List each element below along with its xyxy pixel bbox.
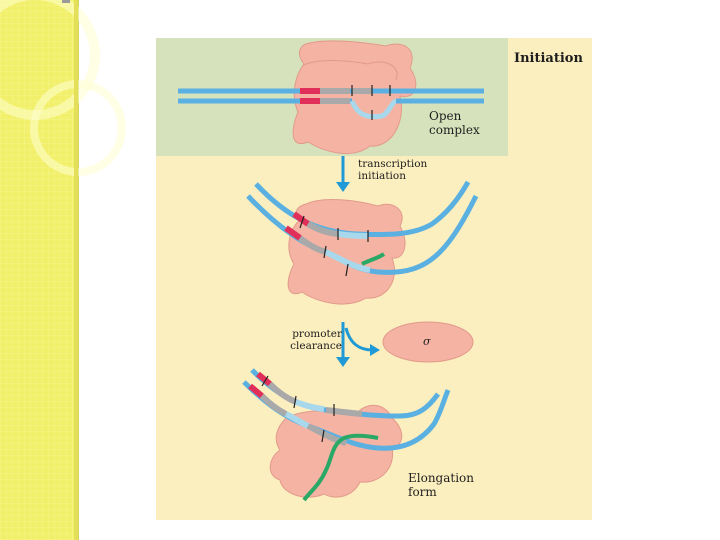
initiation-stage: [246, 180, 479, 305]
promoter-minus35: [256, 371, 272, 387]
transcription-initiation-label: transcription initiation: [358, 158, 428, 183]
tick-mark: [345, 263, 349, 277]
tick-mark: [293, 395, 297, 409]
promoter-minus35: [284, 225, 302, 241]
elongation-form-label: Elongation form: [408, 471, 474, 499]
transcription-figure: Initiation Open complex transcription in…: [156, 38, 592, 520]
transcription-bubble: [349, 98, 398, 120]
sigma-factor: [382, 321, 474, 363]
transcription-bubble: [324, 249, 371, 273]
promoter-minus35: [248, 383, 264, 399]
tick-mark: [261, 375, 269, 387]
promoter-spacer: [320, 98, 350, 104]
transcription-bubble: [325, 407, 363, 417]
decorative-ring: [30, 80, 126, 176]
rna-polymerase: [292, 40, 417, 154]
transcription-diagram: [178, 40, 484, 502]
promoter-minus10: [352, 88, 372, 94]
promoter-spacer: [320, 88, 350, 94]
rna-transcript: [302, 433, 379, 502]
promoter-spacer: [306, 221, 339, 237]
open-complex-label: Open complex: [429, 109, 480, 137]
stage-title: Initiation: [514, 51, 583, 66]
open-complex-stage: [178, 40, 484, 154]
curved-right-arrow-icon: [344, 327, 380, 356]
rna-polymerase: [287, 199, 406, 305]
promoter-clearance-label: promoter clearance: [290, 328, 342, 353]
rna-polymerase: [269, 404, 403, 498]
corner-mark: [62, 0, 70, 3]
promoter-minus35: [292, 211, 310, 227]
rna-polymerase-outline: [301, 60, 398, 81]
tick-mark: [299, 215, 305, 229]
elongation-stage: [242, 368, 451, 502]
transcription-bubble: [306, 423, 347, 446]
promoter-spacer: [298, 235, 327, 255]
down-arrow-icon: [336, 322, 350, 367]
rna-transcript: [361, 252, 386, 266]
promoter-minus35: [300, 88, 320, 94]
decorative-sidebar: [0, 0, 126, 540]
sidebar-edge: [74, 0, 78, 540]
down-arrow-icon: [336, 156, 350, 192]
promoter-minus35: [300, 98, 320, 104]
sigma-label: σ: [423, 335, 431, 348]
promoter-minus10: [284, 411, 310, 429]
promoter-minus10: [294, 399, 325, 412]
promoter-spacer: [259, 393, 288, 417]
transcription-bubble: [337, 231, 369, 239]
promoter-spacer: [267, 381, 298, 405]
tick-mark: [321, 429, 325, 443]
tick-mark: [323, 245, 327, 259]
